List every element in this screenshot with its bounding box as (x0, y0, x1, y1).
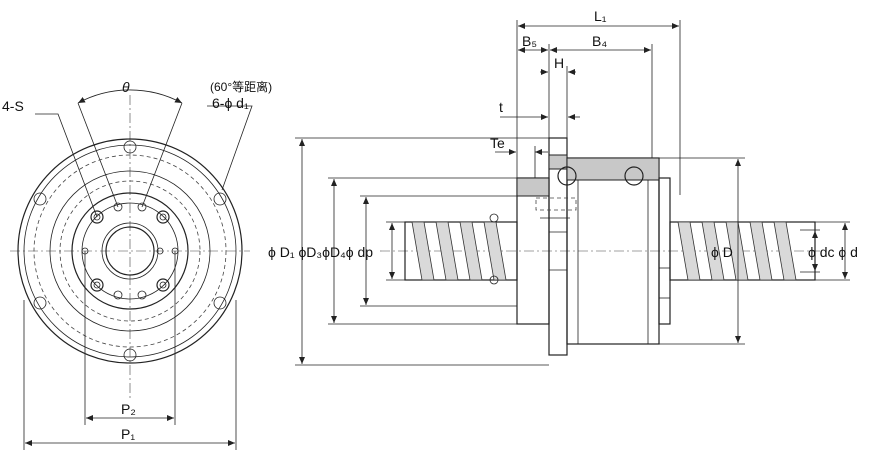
te-label: Te (490, 135, 505, 151)
h-label: H (554, 55, 564, 71)
flange-plate (548, 137, 568, 356)
flange-outer-circle (17, 138, 243, 364)
bore-circle (105, 226, 155, 276)
l1-label: L₁ (594, 8, 607, 24)
theta-label: θ (122, 79, 130, 95)
p2-label: P₂ (121, 401, 136, 417)
tapped-holes (81, 202, 179, 300)
front-view (10, 89, 253, 450)
t-label: t (499, 99, 503, 115)
diameter-series-label: ϕ D₁ ϕD₃ϕD₄ϕ dp (268, 244, 373, 260)
left-thread (411, 221, 507, 281)
theta-arc (77, 89, 183, 104)
equal-spacing-note: (60°等距离) (210, 79, 272, 94)
four-s-label: 4-S (2, 98, 24, 114)
b5-label: B₅ (522, 33, 537, 49)
ball-right (624, 166, 644, 186)
six-d1-label: 6-ϕ d₁ (212, 95, 249, 111)
shaft-diameter-label: ϕ dc ϕ d (808, 244, 858, 260)
p1-label: P₁ (121, 426, 135, 442)
side-view (295, 20, 850, 366)
b4-label: B₄ (592, 33, 607, 49)
flange-bolt-holes (33, 140, 227, 362)
bolt-pitch-circle (33, 154, 227, 348)
ball-left (557, 166, 577, 186)
outer-diameter-label: ϕ D (711, 244, 733, 260)
